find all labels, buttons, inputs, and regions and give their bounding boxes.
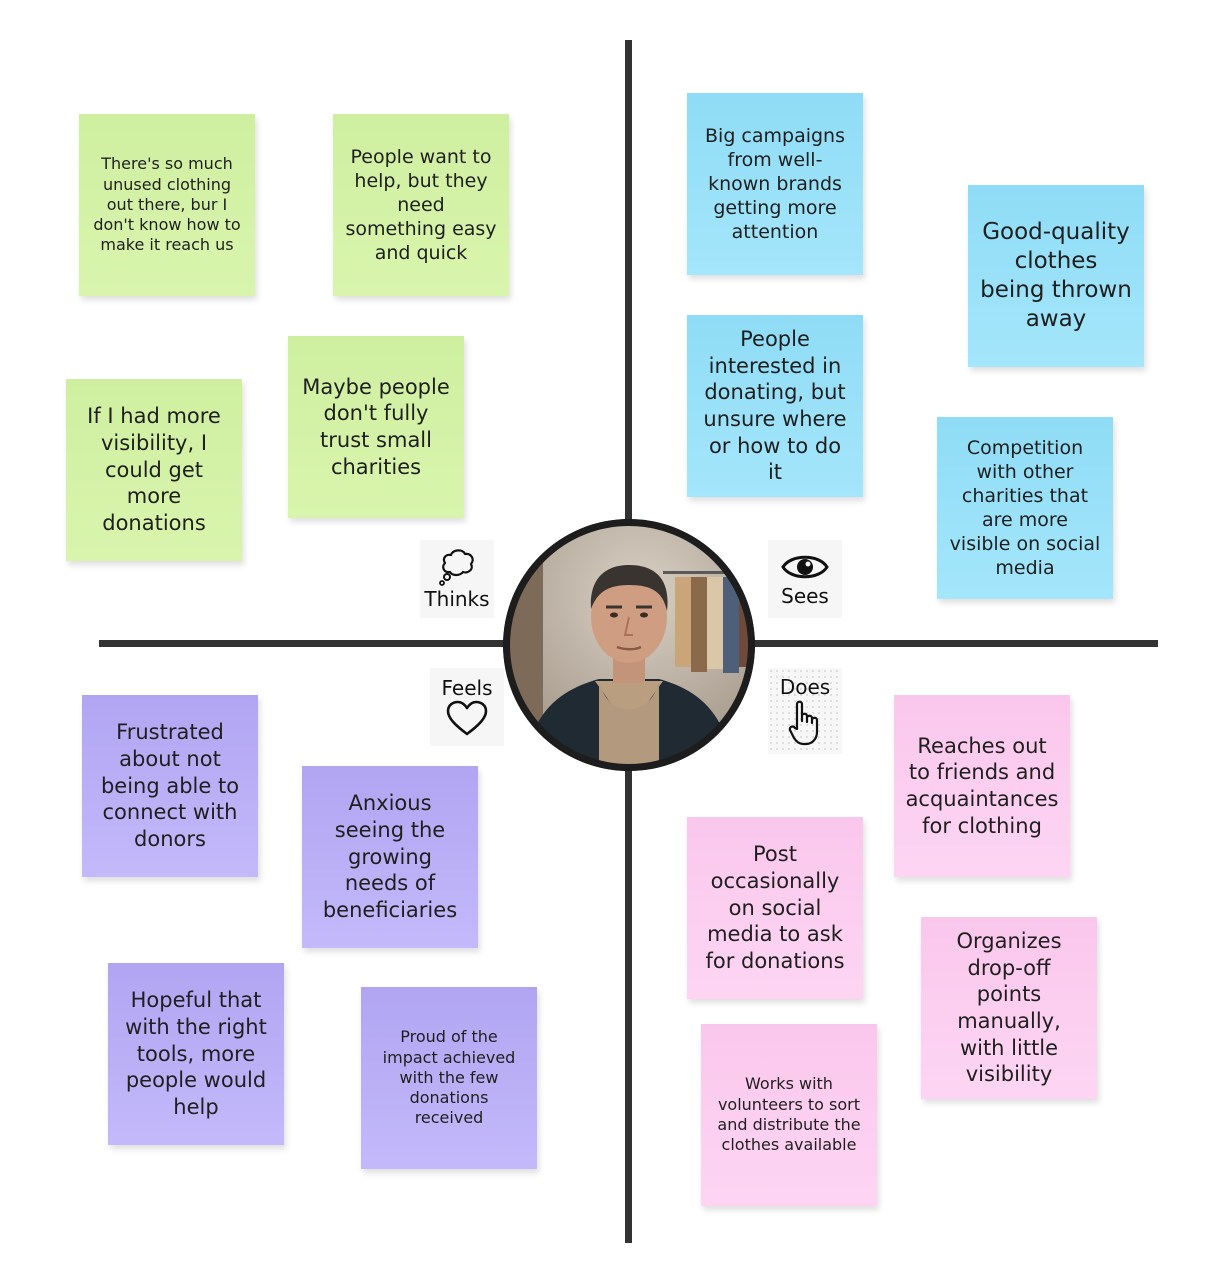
note-text: If I had more visibility, I could get mo… <box>87 404 221 535</box>
note-text: Anxious seeing the growing needs of bene… <box>322 791 458 922</box>
note-text: Works with volunteers to sort and distri… <box>717 1074 861 1155</box>
note-text: Maybe people don't fully trust small cha… <box>302 374 450 479</box>
thinks-label-text: Thinks <box>424 587 490 611</box>
sees-label-text: Sees <box>781 584 829 608</box>
thinks-note[interactable]: If I had more visibility, I could get mo… <box>66 379 242 561</box>
sees-note[interactable]: People interested in donating, but unsur… <box>687 315 863 497</box>
note-text: People interested in donating, but unsur… <box>703 327 847 485</box>
thinks-label: Thinks <box>420 540 494 618</box>
note-text: There's so much unused clothing out ther… <box>93 154 241 255</box>
note-text: Post occasionally on social media to ask… <box>705 842 845 973</box>
sees-note[interactable]: Big campaigns from well-known brands get… <box>687 93 863 275</box>
heart-icon <box>445 700 489 738</box>
thinks-note[interactable]: There's so much unused clothing out ther… <box>79 114 255 296</box>
pointing-hand-icon <box>788 699 822 747</box>
feels-note[interactable]: Proud of the impact achieved with the fe… <box>361 987 537 1169</box>
note-text: People want to help, but they need somet… <box>345 145 497 265</box>
does-label: Does <box>768 668 842 754</box>
note-text: Big campaigns from well-known brands get… <box>705 124 845 244</box>
note-text: Reaches out to friends and acquaintances… <box>905 733 1059 838</box>
thinks-note[interactable]: People want to help, but they need somet… <box>333 114 509 296</box>
does-note[interactable]: Reaches out to friends and acquaintances… <box>894 695 1070 877</box>
feels-label-text: Feels <box>441 676 493 700</box>
thinks-note[interactable]: Maybe people don't fully trust small cha… <box>288 336 464 518</box>
does-note[interactable]: Organizes drop-off points manually, with… <box>921 917 1097 1099</box>
note-text: Organizes drop-off points manually, with… <box>956 929 1062 1087</box>
note-text: Hopeful that with the right tools, more … <box>125 988 267 1119</box>
feels-note[interactable]: Anxious seeing the growing needs of bene… <box>302 766 478 948</box>
feels-note[interactable]: Hopeful that with the right tools, more … <box>108 963 284 1145</box>
sees-label: Sees <box>768 540 842 618</box>
persona-avatar <box>503 519 755 771</box>
sees-note[interactable]: Competition with other charities that ar… <box>937 417 1113 599</box>
does-label-text: Does <box>779 675 831 699</box>
does-note[interactable]: Post occasionally on social media to ask… <box>687 817 863 999</box>
feels-note[interactable]: Frustrated about not being able to conne… <box>82 695 258 877</box>
note-text: Competition with other charities that ar… <box>949 436 1101 580</box>
note-text: Good-quality clothes being thrown away <box>980 218 1132 333</box>
sees-note[interactable]: Good-quality clothes being thrown away <box>968 185 1144 367</box>
eye-icon <box>781 550 829 584</box>
feels-label: Feels <box>430 668 504 746</box>
note-text: Frustrated about not being able to conne… <box>100 720 240 851</box>
thought-bubble-icon <box>437 547 477 587</box>
does-note[interactable]: Works with volunteers to sort and distri… <box>701 1024 877 1206</box>
note-text: Proud of the impact achieved with the fe… <box>382 1027 516 1128</box>
